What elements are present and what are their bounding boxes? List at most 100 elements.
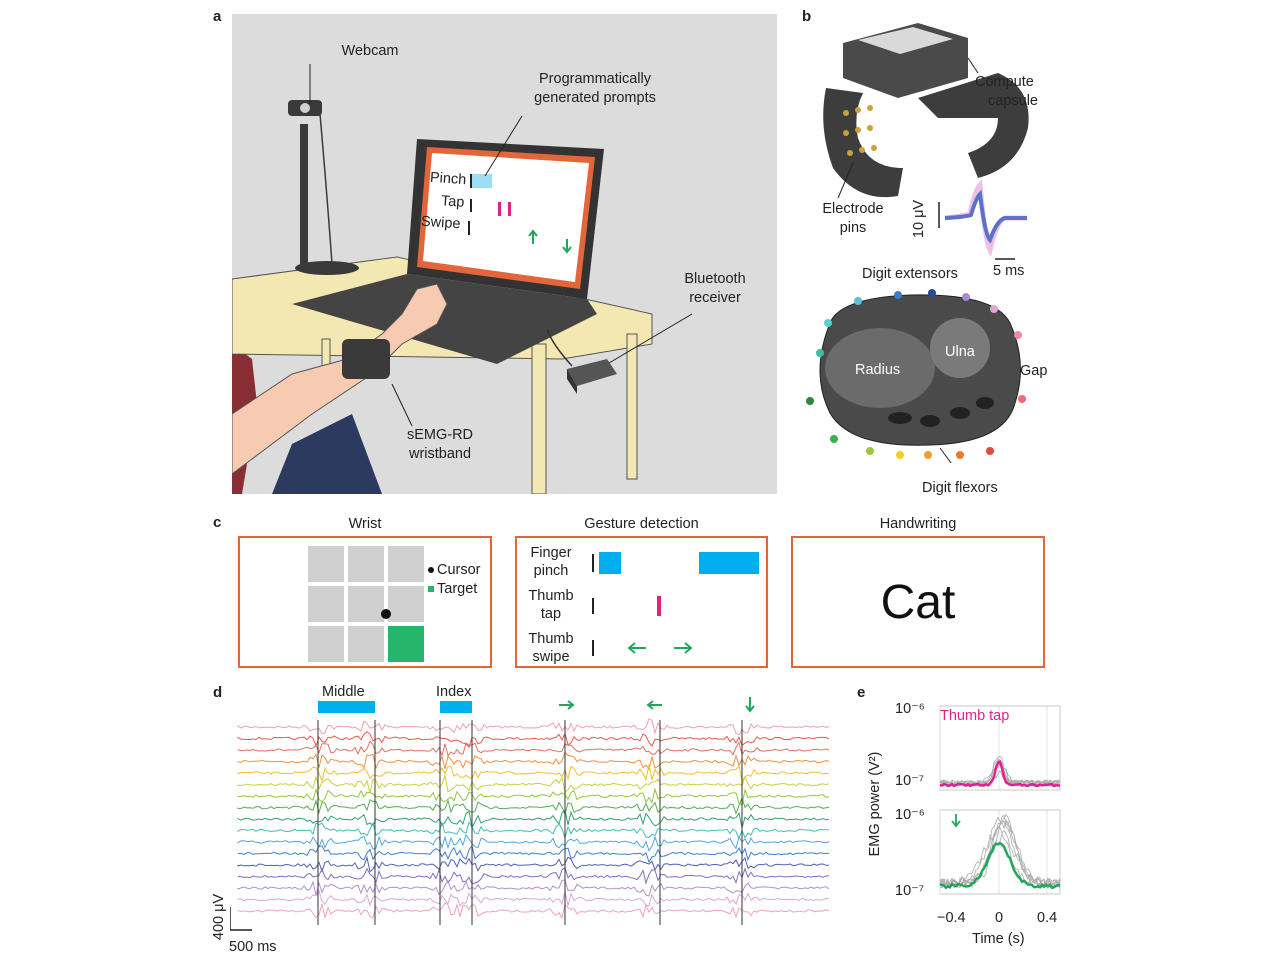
gesture-row-pinch-line2: pinch <box>533 563 569 579</box>
e-y-axis-label: EMG power (V²) <box>867 751 883 857</box>
bluetooth-receiver-side <box>567 369 577 394</box>
gesture-row-pinch-line1: Finger <box>530 545 572 561</box>
emg-channel-trace <box>237 866 830 885</box>
flexor-tendons <box>888 397 994 427</box>
screen-label-pinch: Pinch <box>429 169 467 189</box>
legend-cursor-label: Cursor <box>437 562 481 578</box>
prompts-pointer <box>484 115 523 177</box>
gesture-title: Gesture detection <box>584 516 699 532</box>
bluetooth-receiver-body <box>567 359 617 386</box>
thumb-swipe-trial-trace <box>939 818 1061 889</box>
electrode-position-dots <box>806 289 1026 459</box>
webcam-cable <box>319 113 333 265</box>
emg-channel-trace <box>237 751 830 771</box>
emg-channel-trace <box>237 731 830 749</box>
d-scalebar <box>230 907 252 931</box>
handwriting-word: Cat <box>880 576 956 629</box>
label-electrode-line1: Electrode <box>822 201 884 217</box>
label-index: Index <box>436 684 472 700</box>
e-ytick-top-2: 10⁻⁷ <box>895 773 925 789</box>
e-ytick-bottom-2: 10⁻⁷ <box>895 883 925 899</box>
screen-pinch-bar <box>470 174 492 188</box>
handwriting-title: Handwriting <box>879 516 957 532</box>
panel-letter-d: d <box>213 684 223 701</box>
screen-tap-mark-1 <box>498 202 501 216</box>
e-ytick-top-1: 10⁻⁶ <box>895 701 925 717</box>
swipe-left-arrow <box>627 642 646 654</box>
legend-target-label: Target <box>437 581 478 597</box>
emg-channel-trace <box>237 796 830 816</box>
wristband-links-left <box>823 88 903 198</box>
emg-channel-trace <box>237 844 830 864</box>
emg-channel-trace <box>237 787 830 806</box>
pinch-bar-2 <box>699 552 759 574</box>
table-leg-right <box>626 333 638 480</box>
emg-channel-trace <box>237 740 830 758</box>
emg-channel-trace <box>237 809 830 829</box>
waveform-trace-blue <box>944 189 1027 244</box>
thumb-swipe-trial-trace <box>939 826 1061 889</box>
thumb-tap-mean-trace <box>939 760 1061 788</box>
screen-swipe-up-arrow <box>528 229 538 244</box>
label-b-scale-time: 5 ms <box>993 263 1025 279</box>
label-compute-line1: Compute <box>975 74 1034 90</box>
compute-capsule-top <box>858 27 953 54</box>
swipe-right-arrow <box>674 642 693 654</box>
emg-channel-trace <box>237 820 829 840</box>
emg-channel-trace <box>237 855 829 873</box>
emg-power-plots <box>939 705 1061 895</box>
wrist-target-cell <box>388 626 424 662</box>
label-webcam: Webcam <box>341 43 399 59</box>
panel-letter-c: c <box>213 514 222 531</box>
thumb-swipe-event-arrow <box>559 700 575 710</box>
label-d-scale-time: 500 ms <box>229 939 277 955</box>
emg-channel-trace <box>237 773 830 793</box>
gesture-box: Finger pinch Thumb tap Thumb swipe <box>515 536 768 668</box>
panel-letter-e: e <box>857 684 866 701</box>
person-pants <box>272 414 382 494</box>
pinch-marker <box>592 554 594 572</box>
panel-b-device <box>823 23 1029 199</box>
webcam-base <box>295 261 359 275</box>
finger-pinch-event-bar <box>440 701 472 713</box>
screen-pinch-marker <box>470 174 472 188</box>
screen-tap-marker <box>470 199 472 212</box>
thumb-swipe-event-arrow <box>745 697 755 713</box>
panel-letter-a: a <box>213 8 222 25</box>
handwriting-box: Cat <box>791 536 1045 668</box>
label-radius: Radius <box>855 362 901 378</box>
label-digit-extensors: Digit extensors <box>862 266 958 282</box>
wristband-pointer <box>391 383 413 427</box>
label-wristband-line1: sEMG-RD <box>406 427 474 443</box>
legend-target-square <box>428 586 434 592</box>
gesture-row-tap-line2: tap <box>540 606 562 622</box>
label-bluetooth-line2: receiver <box>689 290 741 306</box>
label-bluetooth-line1: Bluetooth <box>684 271 746 287</box>
pinch-bar-1 <box>599 552 621 574</box>
label-digit-flexors: Digit flexors <box>922 480 998 496</box>
e-x-axis-label: Time (s) <box>972 931 1025 947</box>
panel-b-crosssection <box>806 289 1026 463</box>
panel-a-illustration <box>232 14 777 494</box>
e-swipe-arrow <box>951 814 961 828</box>
wrist-grid <box>308 546 424 662</box>
tap-mark <box>657 596 661 616</box>
emg-channel-trace <box>237 879 830 897</box>
e-xtick-3: 0.4 <box>1037 910 1058 926</box>
bluetooth-cable <box>546 328 573 367</box>
label-middle: Middle <box>322 684 365 700</box>
swipe-marker <box>592 640 594 656</box>
finger-pinch-event-bar <box>318 701 375 713</box>
table-leg-front <box>531 343 547 494</box>
webcam-lens <box>300 103 310 113</box>
laptop-screen <box>423 153 589 282</box>
e-top-title: Thumb tap <box>940 708 1010 724</box>
label-wristband-line2: wristband <box>408 446 472 462</box>
thumb-swipe-event-arrow <box>646 700 662 710</box>
thumb-swipe-trial-trace <box>939 832 1061 889</box>
tap-marker <box>592 598 594 614</box>
flexors-pointer <box>939 447 952 463</box>
emg-channel-trace <box>237 902 830 920</box>
emg-channel-trace <box>237 717 830 736</box>
electrode-pins <box>843 105 877 156</box>
